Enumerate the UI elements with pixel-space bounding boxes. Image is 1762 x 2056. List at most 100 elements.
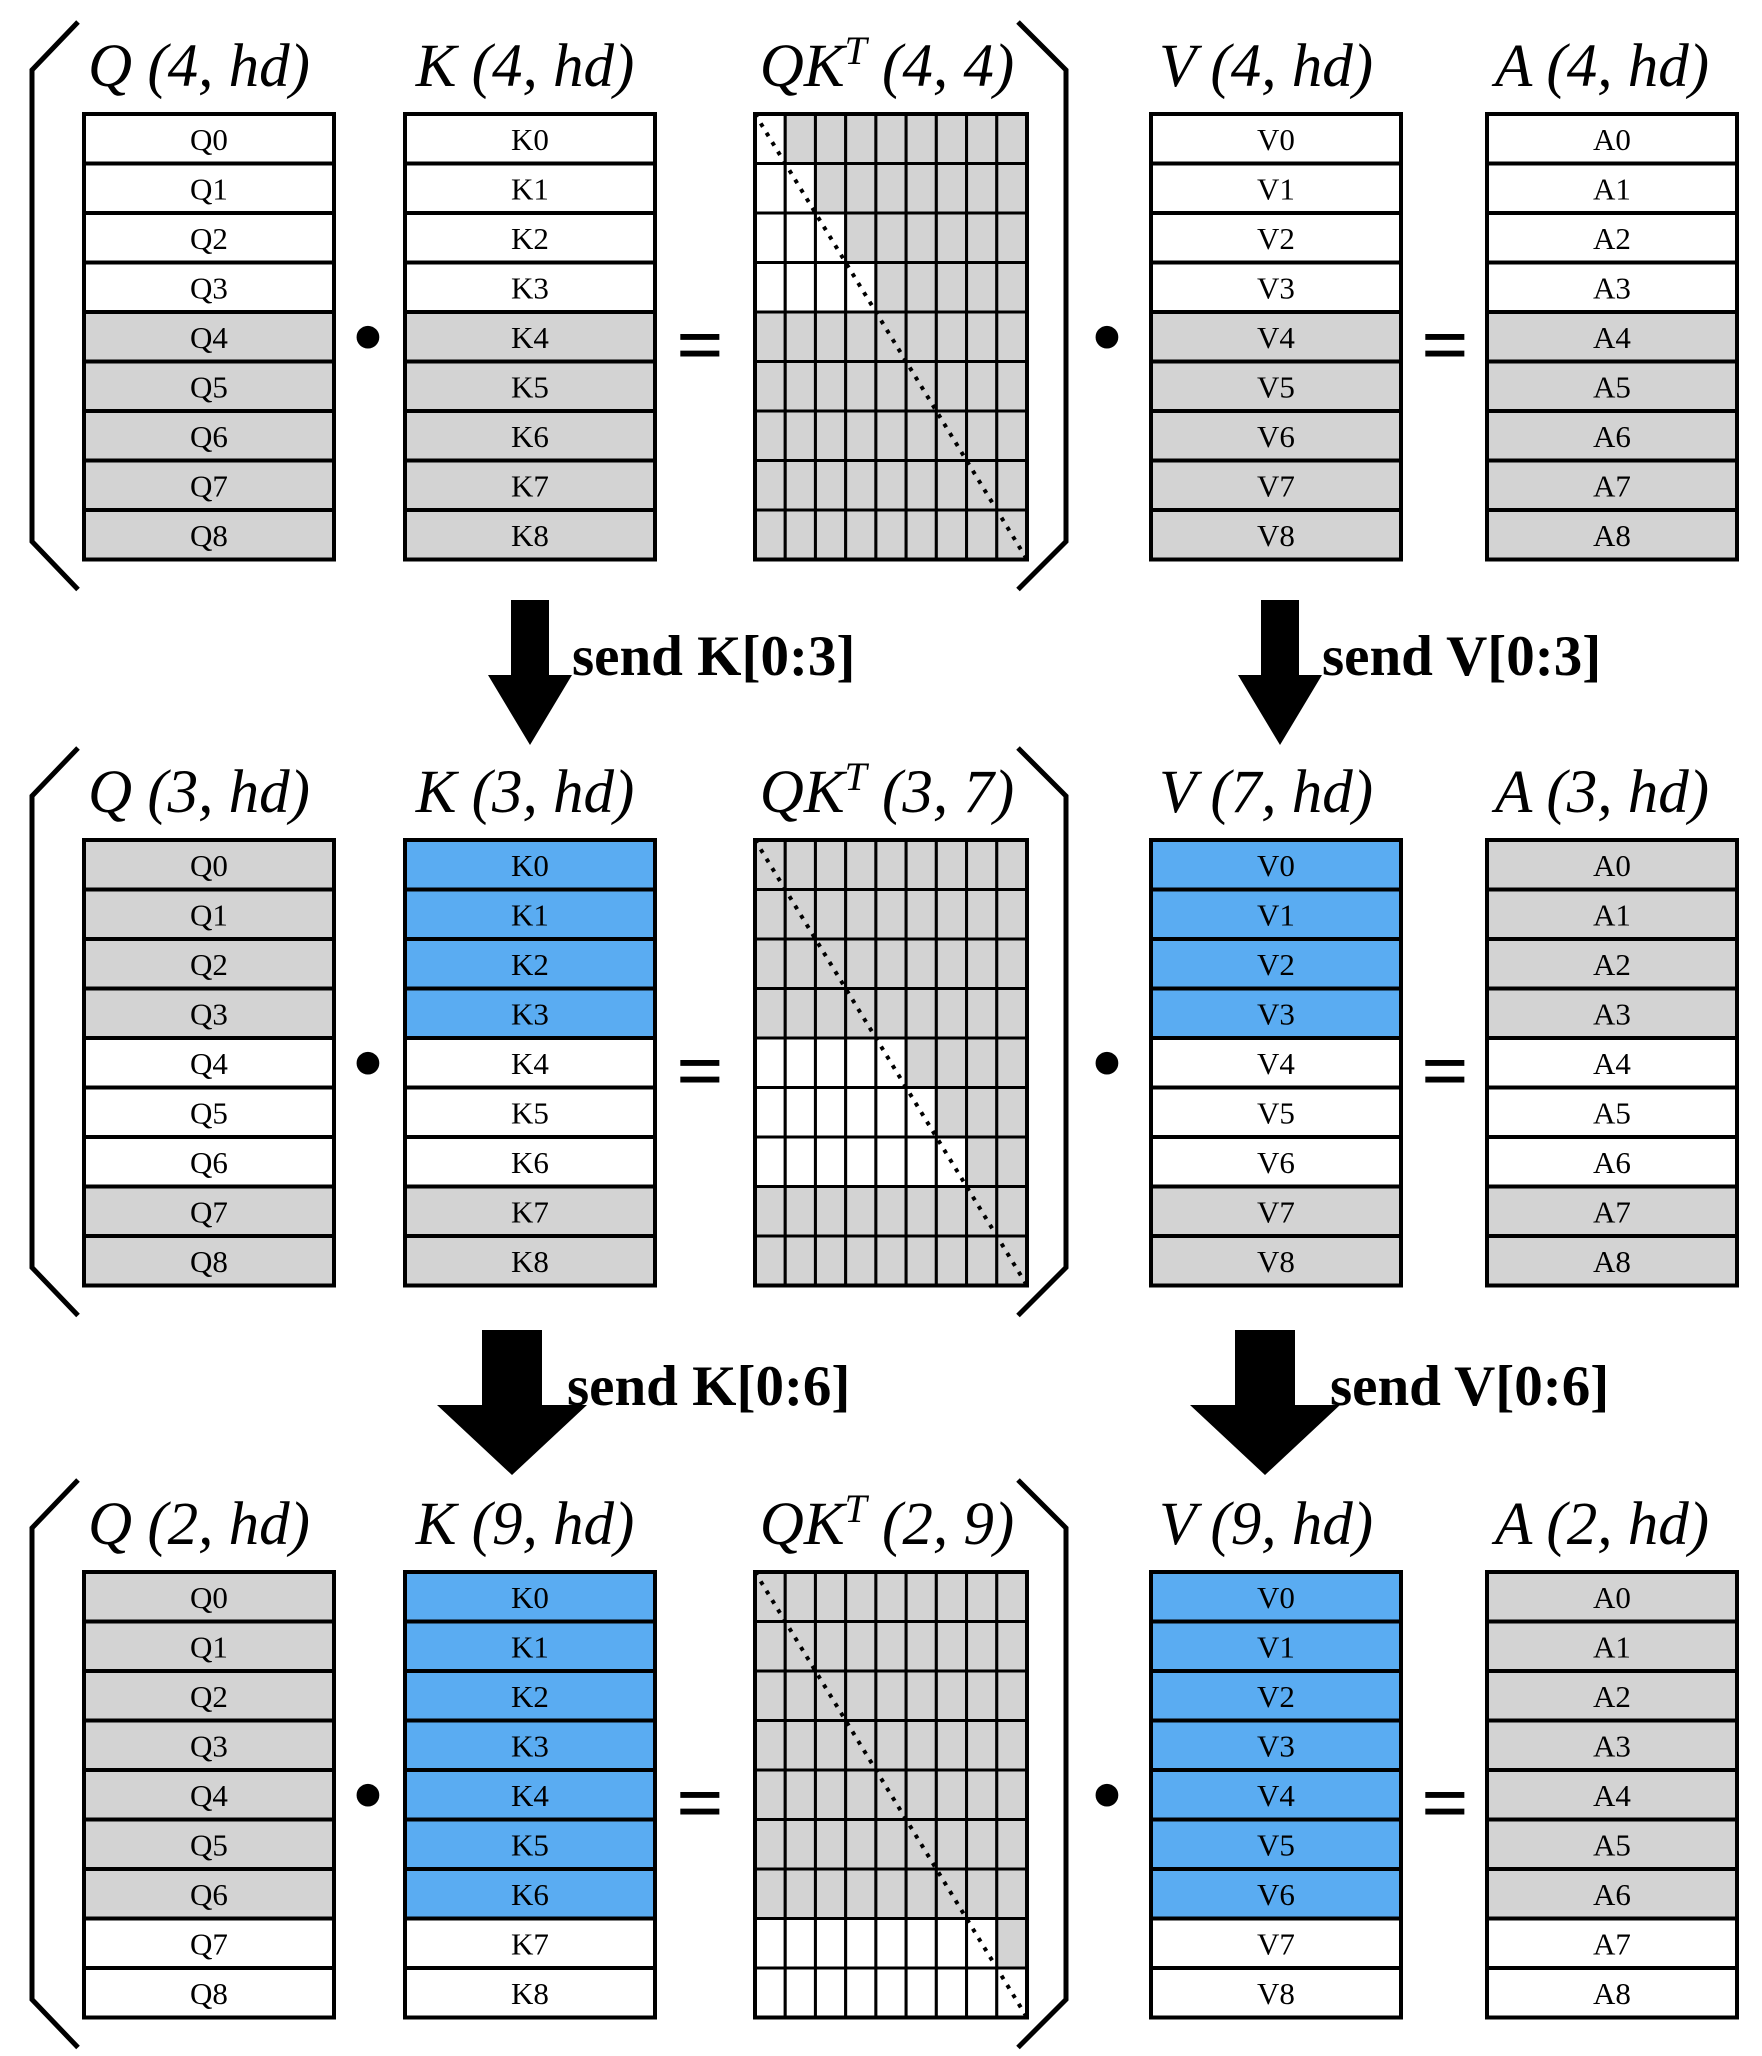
score-cell	[844, 310, 878, 363]
score-cell	[783, 1234, 817, 1287]
score-cell	[783, 838, 817, 891]
down-arrow-icon	[488, 600, 572, 745]
row-label: A7	[1593, 1194, 1631, 1229]
row-cell	[1149, 1184, 1403, 1238]
score-cell	[844, 360, 878, 413]
matrix-row: K1	[403, 161, 657, 215]
matrix-dims: (2, hd)	[132, 1491, 310, 1558]
matrix-row: A4	[1485, 1768, 1739, 1822]
score-cell	[874, 987, 908, 1040]
matrix-row: K2	[403, 937, 657, 991]
matrix-row: A5	[1485, 359, 1739, 413]
matrix-title: K (4, hd)	[415, 33, 635, 100]
score-cell	[904, 1234, 938, 1287]
matrix-row: K5	[403, 1817, 657, 1871]
row-label: Q4	[190, 1778, 228, 1813]
row-cell	[1149, 508, 1403, 562]
row-label: Q3	[190, 996, 228, 1031]
score-cell	[904, 459, 938, 512]
score-cell	[874, 1917, 908, 1970]
matrix-dims: (4, hd)	[1195, 33, 1373, 100]
score-cell	[995, 1620, 1029, 1673]
score-cell	[844, 1036, 878, 1089]
row-cell	[1485, 937, 1739, 991]
score-cell	[783, 1036, 817, 1089]
score-cell	[874, 211, 908, 264]
score-cell	[813, 112, 848, 165]
score-cell	[965, 1966, 999, 2019]
row-label: K0	[511, 1580, 549, 1615]
matrix-row: V8	[1149, 508, 1403, 562]
matrix-row: Q6	[82, 1867, 336, 1921]
row-label: A4	[1593, 1778, 1631, 1813]
row-cell	[82, 1817, 336, 1871]
matrix-row: Q0	[82, 838, 336, 892]
right-paren	[1016, 20, 1069, 592]
row-label: A3	[1593, 996, 1631, 1031]
score-cell	[813, 888, 848, 941]
matrix-row: V5	[1149, 1085, 1403, 1139]
score-cell	[904, 1036, 938, 1089]
row-label: V2	[1257, 221, 1295, 256]
send-v-label: send V[0:3]	[1322, 625, 1601, 688]
row-label: A4	[1593, 320, 1631, 355]
matrix-row: A0	[1485, 112, 1739, 166]
score-cell	[934, 1185, 969, 1238]
score-cell	[783, 937, 817, 990]
score-cell	[874, 360, 908, 413]
score-grid-border	[753, 838, 1029, 1288]
row-cell	[403, 937, 657, 991]
row-label: K6	[511, 1145, 549, 1180]
row-label: A6	[1593, 1877, 1631, 1912]
score-cell	[813, 261, 848, 314]
row-label: V4	[1257, 320, 1295, 355]
row-cell	[403, 458, 657, 512]
score-cell	[813, 409, 848, 462]
score-cell	[965, 1086, 999, 1139]
row-label: V5	[1257, 1827, 1295, 1862]
matrix-name: Q	[88, 759, 132, 826]
score-cell	[874, 409, 908, 462]
score-cell	[753, 1966, 787, 2019]
matrix-row: Q3	[82, 260, 336, 314]
equals-operator: =	[1421, 299, 1469, 392]
score-cell	[753, 1768, 787, 1821]
matrix-row: V7	[1149, 1184, 1403, 1238]
row-label: V7	[1257, 1194, 1295, 1229]
matrix-row: K6	[403, 409, 657, 463]
row-cell	[1485, 458, 1739, 512]
score-cell	[813, 1867, 848, 1920]
score-cell	[995, 888, 1029, 941]
equals-operator: =	[676, 1025, 724, 1118]
row-cell	[1149, 838, 1403, 892]
score-cell	[844, 1185, 878, 1238]
matrix-row: A4	[1485, 310, 1739, 364]
score-cell	[813, 360, 848, 413]
row-label: A2	[1593, 1679, 1631, 1714]
matrix-row: V6	[1149, 1135, 1403, 1189]
score-cell	[904, 1768, 938, 1821]
row-label: A1	[1593, 897, 1631, 932]
row-cell	[1485, 310, 1739, 364]
matrix-row: Q1	[82, 887, 336, 941]
score-cell	[813, 162, 848, 215]
score-cell	[753, 162, 787, 215]
matrix-row: Q0	[82, 1570, 336, 1624]
matrix-superscript: T	[845, 754, 870, 799]
score-cell	[934, 987, 969, 1040]
matrix-dims: (3, hd)	[456, 759, 634, 826]
matrix-row: Q5	[82, 1817, 336, 1871]
score-cell	[844, 1917, 878, 1970]
score-cell	[753, 1086, 787, 1139]
score-cell	[934, 162, 969, 215]
row-cell	[82, 1966, 336, 2020]
row-label: V8	[1257, 1976, 1295, 2011]
matrix-row: K7	[403, 1184, 657, 1238]
matrix-row: K7	[403, 458, 657, 512]
row-label: V1	[1257, 171, 1295, 206]
matrix-row: K4	[403, 1768, 657, 1822]
matrix-row: A3	[1485, 1718, 1739, 1772]
